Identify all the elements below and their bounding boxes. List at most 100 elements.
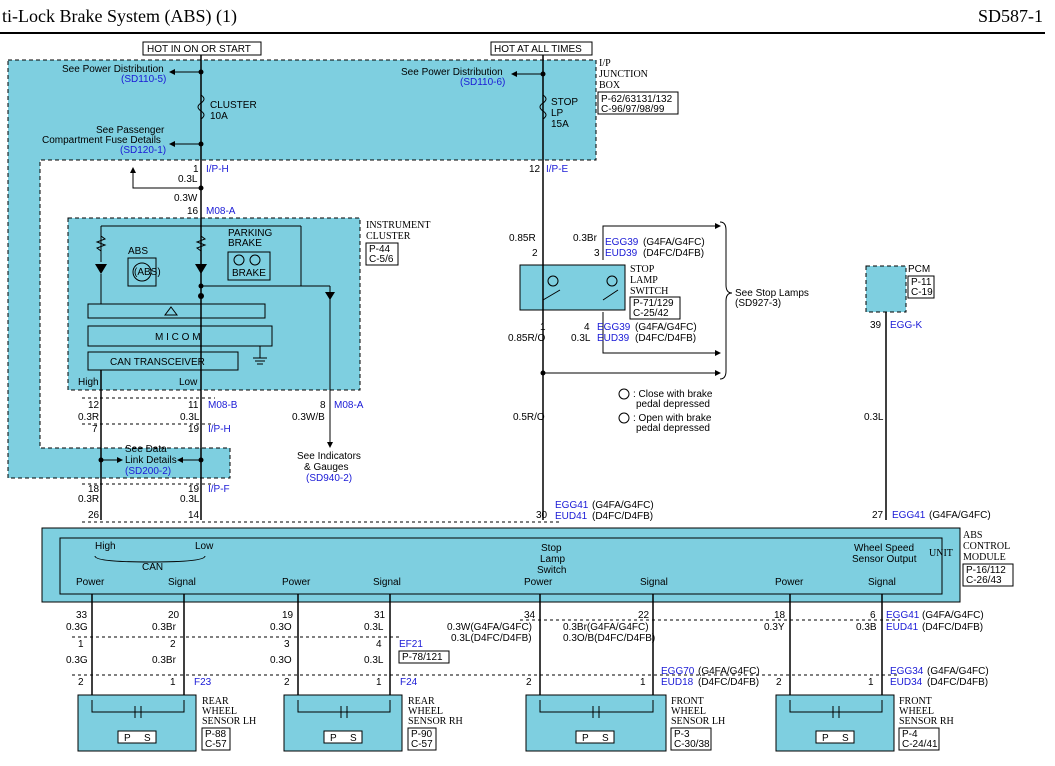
- diagram-label: 12: [88, 400, 100, 411]
- diagram-label: WHEEL: [899, 706, 934, 717]
- diagram-label: EUD41: [886, 622, 919, 633]
- diagram-label: EGG39: [597, 322, 631, 333]
- diagram-label: 39: [870, 320, 882, 331]
- diagram-label: PARKING: [228, 228, 272, 239]
- diagram-label: 4: [376, 639, 382, 650]
- diagram-label: EGG41: [892, 510, 926, 521]
- diagram-label: SENSOR RH: [408, 716, 463, 727]
- diagram-label: EF21: [399, 639, 423, 650]
- diagram-label: Power: [282, 577, 311, 588]
- diagram-label: See Data: [125, 444, 167, 455]
- diagram-label: (G4FA/G4FC): [929, 510, 991, 521]
- diagram-label: 0.3Br: [152, 655, 177, 666]
- diagram-label: Signal: [168, 577, 196, 588]
- diagram-label: P: [124, 733, 131, 744]
- diagram-label: pedal depressed: [636, 423, 710, 434]
- diagram-label: See Indicators: [297, 451, 361, 462]
- diagram-label: INSTRUMENT: [366, 220, 430, 231]
- diagram-label: 0.3R: [78, 494, 99, 505]
- diagram-label: 0.3L: [180, 412, 200, 423]
- diagram-label: P-4: [902, 729, 918, 740]
- diagram-label: (ABS): [134, 267, 161, 278]
- diagram-label: (G4FA/G4FC): [643, 237, 705, 248]
- diagram-label: (SD110-5): [121, 74, 166, 85]
- diagram-label: 0.3L: [864, 412, 884, 423]
- diagram-label: (D4FC/D4FB): [927, 677, 988, 688]
- diagram-label: 0.3L(D4FC/D4FB): [451, 633, 532, 644]
- diagram-label: JUNCTION: [599, 69, 648, 80]
- diagram-label: : Close with brake: [633, 389, 713, 400]
- diagram-label: 6: [870, 610, 876, 621]
- diagram-label: C-57: [205, 739, 227, 750]
- diagram-label: Link Details: [125, 455, 177, 466]
- diagram-label: 7: [92, 424, 98, 435]
- diagram-label: SENSOR LH: [202, 716, 256, 727]
- abs-module-outline: [41, 527, 961, 603]
- diagram-label: STOP: [630, 264, 655, 275]
- diagram-label: EUD39: [605, 248, 638, 259]
- diagram-label: P-71/129: [633, 298, 674, 309]
- diagram-label: CONTROL: [963, 541, 1010, 552]
- diagram-label: 8: [320, 400, 326, 411]
- diagram-label: 2: [170, 639, 176, 650]
- diagram-label: 2: [526, 677, 532, 688]
- diagram-label: M I C O M: [155, 332, 201, 343]
- diagram-label: 10A: [210, 111, 228, 122]
- diagram-label: Power: [775, 577, 804, 588]
- diagram-label: P-3: [674, 729, 690, 740]
- diagram-label: BRAKE: [232, 268, 266, 279]
- diagram-label: S: [602, 733, 609, 744]
- diagram-label: F24: [400, 677, 418, 688]
- diagram-label: S: [350, 733, 357, 744]
- diagram-label: P-11: [911, 277, 932, 288]
- diagram-label: (SD120-1): [120, 145, 166, 156]
- diagram-label: I/P-E: [546, 164, 569, 175]
- diagram-label: 0.5R/O: [513, 412, 545, 423]
- diagram-label: STOP: [551, 97, 578, 108]
- diagram-label: 3: [594, 248, 600, 259]
- diagram-label: 1: [170, 677, 176, 688]
- diagram-label: EGG70: [661, 666, 695, 677]
- diagram-label: Power: [524, 577, 553, 588]
- diagram-label: 26: [88, 510, 100, 521]
- diagram-label: P-62/63131/132: [601, 94, 673, 105]
- diagram-label: 14: [188, 510, 200, 521]
- diagram-label: (D4FC/D4FB): [592, 511, 653, 522]
- diagram-label: 12: [529, 164, 541, 175]
- diagram-label: 0.3L: [364, 655, 384, 666]
- diagram-label: (G4FA/G4FC): [922, 610, 984, 621]
- diagram-label: 2: [284, 677, 290, 688]
- diagram-label: Signal: [640, 577, 668, 588]
- diagram-label: 0.3Br: [152, 622, 177, 633]
- diagram-label: 16: [187, 206, 199, 217]
- diagram-label: P: [822, 733, 829, 744]
- diagram-label: 3: [284, 639, 290, 650]
- diagram-label: (D4FC/D4FB): [643, 248, 704, 259]
- diagram-label: P-78/121: [402, 652, 443, 663]
- diagram-label: C-30/38: [674, 739, 710, 750]
- diagram-label: Compartment Fuse Details: [42, 135, 161, 146]
- diagram-label: LP: [551, 108, 564, 119]
- diagram-label: 22: [638, 610, 650, 621]
- diagram-label: 15A: [551, 119, 569, 130]
- diagram-label: (SD940-2): [306, 473, 352, 484]
- diagram-label: I/P-H: [206, 164, 229, 175]
- diagram-label: BOX: [599, 80, 621, 91]
- diagram-label: FRONT: [899, 696, 932, 707]
- diagram-label: 0.3G: [66, 622, 88, 633]
- diagram-label: 0.3L: [178, 174, 198, 185]
- diagram-label: & Gauges: [304, 462, 348, 473]
- diagram-label: 30: [536, 510, 548, 521]
- diagram-label: Sensor Output: [852, 554, 917, 565]
- diagram-label: (D4FC/D4FB): [635, 333, 696, 344]
- diagram-label: (D4FC/D4FB): [922, 622, 983, 633]
- diagram-label: High: [95, 541, 116, 552]
- diagram-label: 19: [282, 610, 294, 621]
- diagram-label: BRAKE: [228, 238, 262, 249]
- diagram-label: ABS: [963, 530, 982, 541]
- diagram-label: SENSOR LH: [671, 716, 725, 727]
- diagram-label: EGG34: [890, 666, 924, 677]
- diagram-label: 4: [584, 322, 590, 333]
